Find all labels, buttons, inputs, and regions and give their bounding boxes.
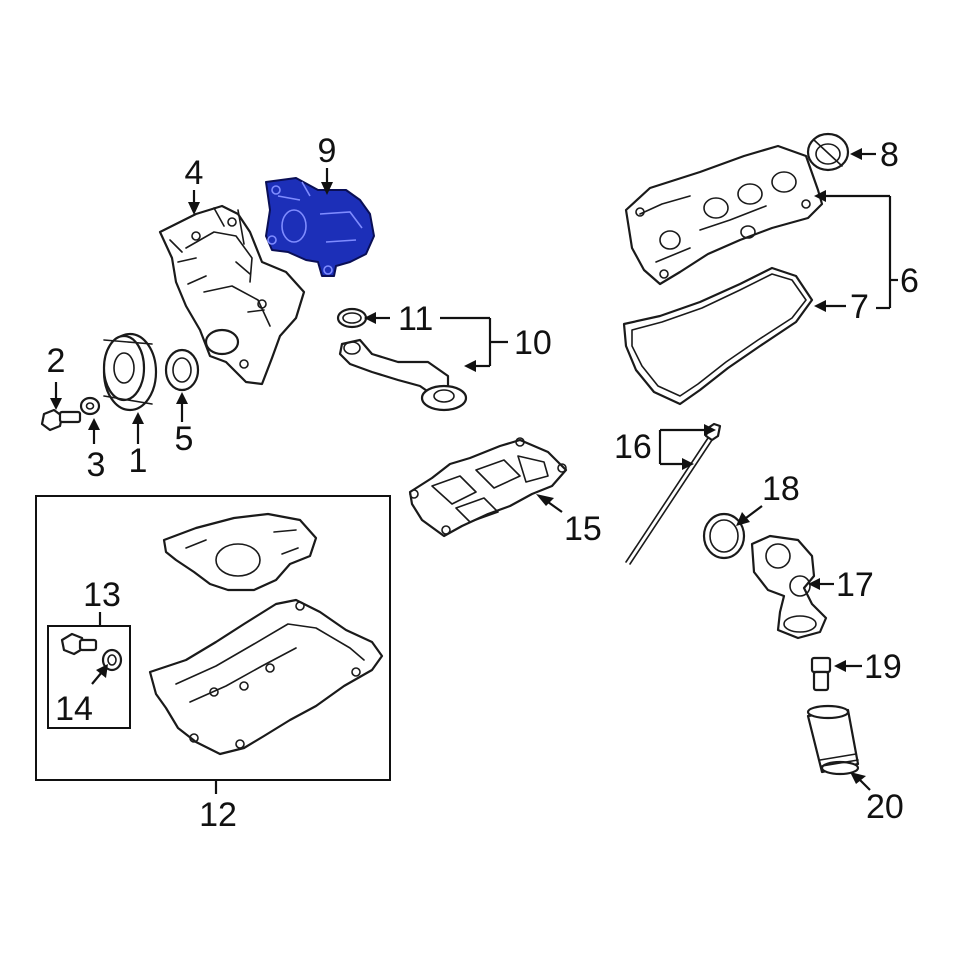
- part-12-group-box: [35, 495, 391, 781]
- callout-16: 16: [614, 428, 652, 466]
- callout-6: 6: [900, 262, 919, 300]
- part-6-valve-cover[interactable]: [624, 144, 824, 286]
- part-12-baffle-plate[interactable]: [162, 512, 318, 592]
- callout-4: 4: [185, 154, 204, 192]
- part-13-14-group-box: [47, 625, 131, 729]
- callout-3: 3: [87, 446, 106, 484]
- callout-19: 19: [864, 648, 902, 686]
- callout-7: 7: [850, 288, 869, 326]
- part-8-oil-filler-cap[interactable]: [806, 132, 850, 172]
- callout-2: 2: [47, 342, 66, 380]
- part-4-timing-cover[interactable]: [158, 204, 306, 386]
- callout-11: 11: [398, 300, 433, 338]
- callout-13: 13: [83, 576, 121, 614]
- callout-17: 17: [836, 566, 874, 604]
- part-13-drain-plug[interactable]: [60, 632, 98, 656]
- callout-9: 9: [318, 132, 337, 170]
- part-5-front-seal[interactable]: [164, 348, 200, 392]
- callout-14: 14: [55, 690, 93, 728]
- part-9-oil-pump-highlighted[interactable]: [265, 177, 375, 277]
- part-10-oil-pickup-tube[interactable]: [338, 338, 468, 412]
- part-7-valve-cover-gasket[interactable]: [622, 266, 814, 406]
- callout-12: 12: [199, 796, 237, 834]
- part-11-o-ring[interactable]: [336, 307, 368, 329]
- part-1-crank-pulley[interactable]: [102, 332, 158, 412]
- part-2-bolt[interactable]: [40, 408, 82, 432]
- part-3-washer[interactable]: [79, 396, 101, 416]
- callout-8: 8: [880, 136, 899, 174]
- callout-15: 15: [564, 510, 602, 548]
- part-20-oil-filter[interactable]: [806, 704, 860, 776]
- callout-18: 18: [762, 470, 800, 508]
- part-19-filter-stud[interactable]: [810, 656, 832, 692]
- callout-20: 20: [866, 788, 904, 826]
- part-15-oil-baffle[interactable]: [408, 437, 568, 538]
- part-18-gasket[interactable]: [702, 512, 746, 560]
- callout-10: 10: [514, 324, 552, 362]
- part-17-oil-filter-adapter[interactable]: [750, 534, 828, 640]
- callout-5: 5: [175, 420, 194, 458]
- part-16-dipstick[interactable]: [625, 422, 722, 565]
- part-12-oil-pan[interactable]: [148, 598, 384, 756]
- callout-1: 1: [129, 442, 148, 480]
